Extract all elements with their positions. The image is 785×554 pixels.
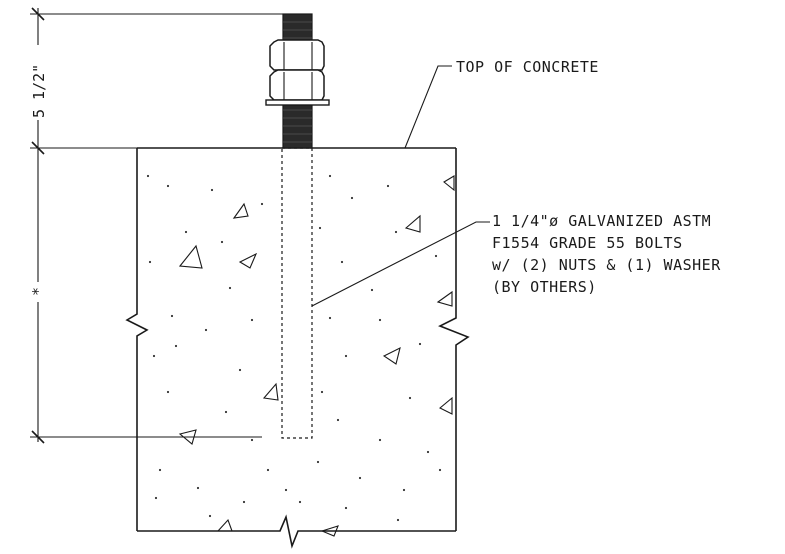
label-bolt-line1: 1 1/4"ø GALVANIZED ASTM bbox=[492, 212, 711, 230]
aggregate-triangle bbox=[404, 214, 421, 233]
aggregate-triangle bbox=[436, 290, 453, 307]
dimension-lines bbox=[30, 7, 285, 444]
nut-upper bbox=[269, 39, 325, 71]
concrete-aggregate bbox=[178, 175, 455, 537]
aggregate-triangle bbox=[262, 382, 279, 401]
dimension-tick-middle bbox=[31, 141, 45, 155]
dimension-projection-text: 5 1/2" bbox=[30, 64, 48, 118]
label-bolt-line2: F1554 GRADE 55 BOLTS bbox=[492, 234, 683, 252]
aggregate-triangle bbox=[443, 175, 455, 192]
concrete-bottom-break-edge bbox=[137, 514, 456, 549]
dimension-tick-bottom bbox=[31, 430, 45, 444]
washer bbox=[265, 99, 330, 106]
concrete-left-break-edge bbox=[125, 148, 149, 531]
nuts-and-washer bbox=[265, 39, 330, 106]
leader-bolt-callout bbox=[311, 221, 490, 307]
label-bolt-line4: (BY OTHERS) bbox=[492, 278, 597, 296]
aggregate-triangle bbox=[232, 202, 249, 219]
dimension-star-mask bbox=[30, 282, 46, 302]
dimension-text-mask bbox=[28, 45, 48, 120]
label-top-of-concrete: TOP OF CONCRETE bbox=[456, 58, 599, 76]
aggregate-triangle bbox=[439, 396, 453, 415]
label-bolt-line3: w/ (2) NUTS & (1) WASHER bbox=[492, 256, 721, 274]
aggregate-triangle bbox=[382, 346, 401, 365]
leader-top-of-concrete bbox=[404, 65, 452, 149]
nut-lower bbox=[269, 69, 325, 101]
bolt-embedded-hidden bbox=[281, 147, 313, 439]
concrete-right-break-edge bbox=[438, 148, 470, 531]
aggregate-triangle bbox=[178, 244, 203, 269]
aggregate-triangle bbox=[320, 525, 339, 537]
aggregate-triangle bbox=[178, 429, 197, 445]
dimension-embedment-text: * bbox=[29, 287, 47, 296]
aggregate-triangle bbox=[216, 518, 233, 532]
aggregate-triangle bbox=[238, 252, 258, 269]
concrete-section bbox=[125, 147, 470, 549]
concrete-stipple bbox=[146, 174, 442, 522]
dimension-tick-top bbox=[31, 7, 45, 21]
